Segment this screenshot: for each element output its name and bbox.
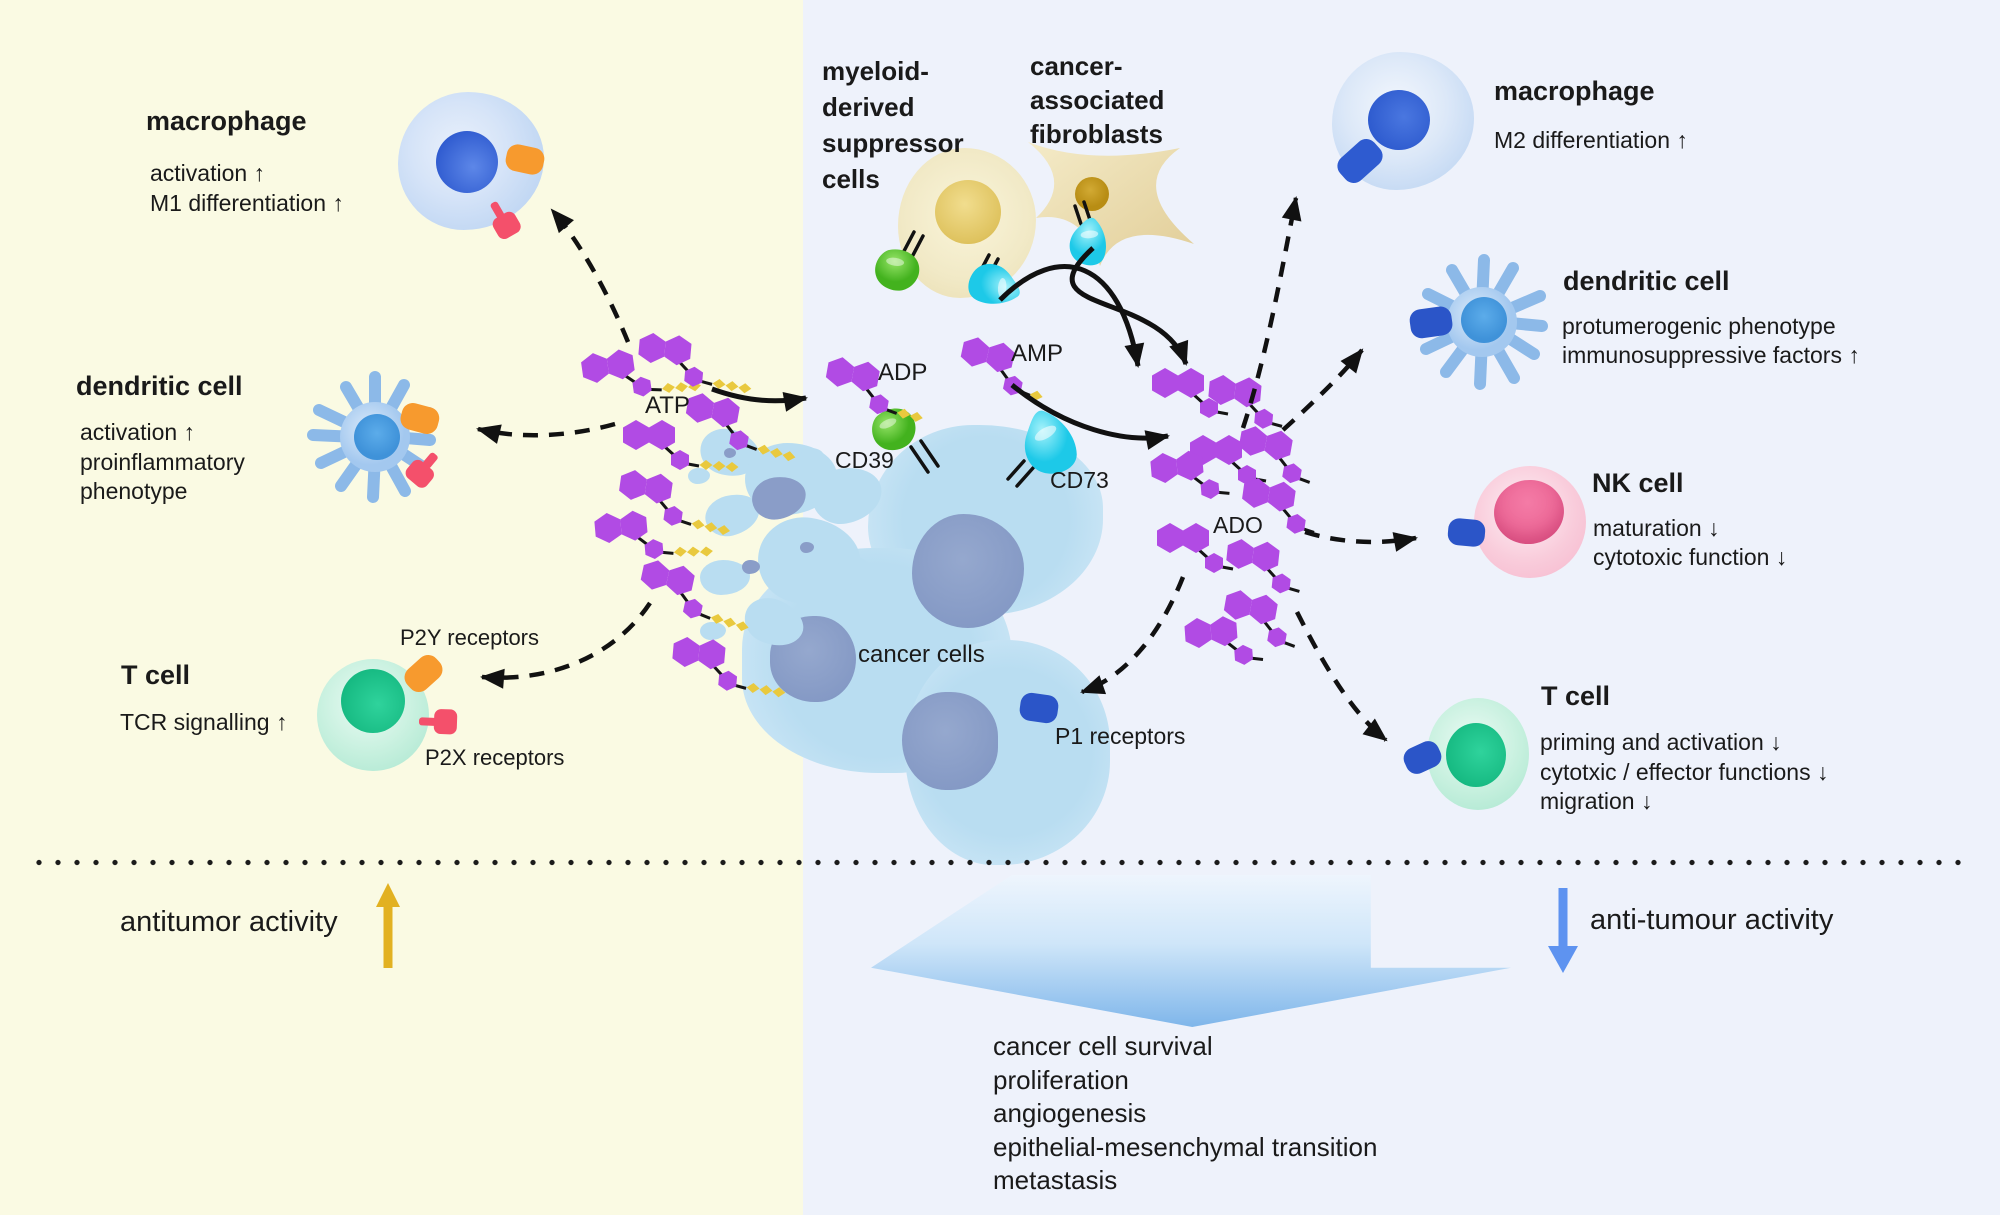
dendritic-right-line: immunosuppressive factors ↑ (1562, 342, 1860, 368)
tcell-right-nucleus (1446, 723, 1506, 787)
amp-label: AMP (1011, 340, 1064, 367)
cd39-label: CD39 (835, 447, 894, 473)
nk-line: maturation ↓ (1593, 515, 1720, 541)
dying-cell-nucleus-fragment (800, 542, 814, 553)
macrophage-left-title: macrophage (146, 106, 307, 136)
macrophage-right-line: M2 differentiation ↑ (1494, 127, 1688, 153)
dying-cell-nucleus-fragment (724, 448, 736, 458)
outcome-line: epithelial-mesenchymal transition (993, 1132, 1378, 1162)
caf-cell-graphic (1028, 142, 1194, 266)
mdsc-label-line: cells (822, 164, 880, 194)
dying-cell-fragment (700, 622, 726, 640)
arrow-ado-to-nk (1304, 529, 1418, 552)
arrow-atp-to-macrophage-left (550, 208, 631, 343)
tcell-right-line: migration ↓ (1540, 788, 1653, 814)
dendritic-right-line: protumerogenic phenotype (1562, 313, 1836, 339)
arrow-atp-to-dendritic-left (476, 421, 616, 444)
arrow-atp-to-tcell-left (480, 601, 652, 689)
dendritic-cell-left-graphic (307, 371, 440, 503)
cd73-label: CD73 (1050, 467, 1109, 493)
antitumor-panel-background (0, 0, 803, 1215)
macrophage-left-line: activation ↑ (150, 160, 266, 186)
dying-cell-fragment (838, 556, 868, 578)
caf-label-line: fibroblasts (1030, 119, 1163, 149)
antitumour-down-arrow (1548, 888, 1578, 973)
tcell-left-line: TCR signalling ↑ (120, 709, 288, 735)
p2x-receptors-label: P2X receptors (425, 745, 565, 770)
arrow-ado-to-dendritic-right (1281, 348, 1364, 432)
p1-receptor-dendritic-right (1409, 306, 1453, 339)
cancer-nucleus-1 (912, 514, 1024, 628)
arrow-caf-cd73-to-ado (1069, 246, 1189, 366)
outcome-line: angiogenesis (993, 1098, 1147, 1128)
dendritic-left-line: activation ↑ (80, 419, 196, 445)
dendritic-nucleus (354, 414, 400, 460)
macrophage-left-nucleus (436, 131, 498, 193)
arrow-mdsc-cd73-to-ado (998, 264, 1145, 368)
tcell-left-nucleus (341, 669, 405, 733)
antitumor-activity-label: antitumor activity (120, 906, 338, 938)
dying-cell-fragment (800, 448, 824, 466)
dendritic-nucleus (1461, 297, 1507, 343)
nk-title: NK cell (1592, 468, 1684, 498)
atp-label: ATP (645, 392, 690, 419)
macrophage-right-nucleus (1368, 90, 1430, 150)
mdsc-nucleus (935, 180, 1001, 244)
dendritic-right-title: dendritic cell (1563, 266, 1730, 296)
dying-cell-fragment (688, 468, 710, 484)
antitumor-up-arrow (376, 883, 400, 968)
dendritic-left-line: proinflammatory (80, 449, 245, 475)
caf-nucleus (1075, 177, 1109, 211)
dendritic-left-title: dendritic cell (76, 371, 243, 401)
arrow-ado-to-tcell-right (1294, 610, 1388, 742)
p1-receptors-label: P1 receptors (1055, 723, 1186, 749)
dendritic-cell-right-graphic (1409, 254, 1548, 390)
macrophage-left-line: M1 differentiation ↑ (150, 190, 344, 216)
macrophage-right-title: macrophage (1494, 76, 1655, 106)
outcome-line: cancer cell survival (993, 1031, 1213, 1061)
p2y-receptor-dendritic-left (400, 402, 440, 434)
arrow-ado-to-macrophage-right (1240, 196, 1302, 429)
arrow-atp-to-adp (711, 386, 808, 412)
caf-label-line: cancer- (1030, 51, 1123, 81)
dotted-separator-line (36, 859, 1964, 866)
caf-body (1028, 142, 1194, 266)
outcome-line: metastasis (993, 1165, 1118, 1195)
p2y-receptors-label: P2Y receptors (400, 625, 540, 650)
adp-label: ADP (878, 359, 928, 386)
dying-cell-fragment (700, 560, 750, 595)
cancer-cells-label: cancer cells (858, 641, 985, 668)
outcome-line: proliferation (993, 1065, 1129, 1095)
cancer-nucleus-3 (902, 692, 998, 790)
mdsc-label-line: derived (822, 92, 915, 122)
nk-line: cytotoxic function ↓ (1593, 544, 1788, 570)
tcell-right-line: cytotxic / effector functions ↓ (1540, 759, 1829, 785)
mdsc-label-line: suppressor (822, 128, 964, 158)
p2x-receptor-dendritic-left (405, 452, 438, 488)
mdsc-label-line: myeloid- (822, 56, 929, 86)
dendritic-left-line: phenotype (80, 478, 188, 504)
tcell-right-line: priming and activation ↓ (1540, 729, 1782, 755)
tcell-left-title: T cell (121, 660, 191, 690)
arrow-amp-to-ado (1010, 383, 1170, 450)
arrow-ado-to-p1-receptors (1080, 576, 1186, 695)
caf-label-line: associated (1030, 85, 1165, 115)
ado-label: ADO (1213, 512, 1263, 538)
dying-cell-nucleus-fragment (742, 560, 760, 574)
tcell-right-title: T cell (1541, 681, 1611, 711)
antitumour-activity-label: anti-tumour activity (1590, 904, 1834, 936)
